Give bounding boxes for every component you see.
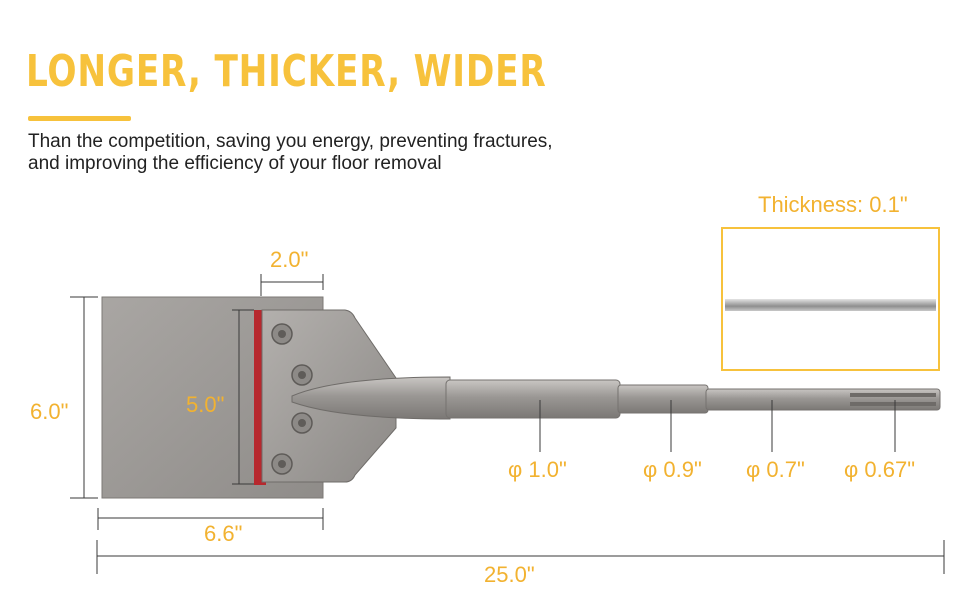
subtitle: Than the competition, saving you energy,… xyxy=(28,131,553,175)
thickness-label: Thickness: 0.1" xyxy=(758,192,908,217)
bolt-icon xyxy=(291,412,313,434)
thickness-inset xyxy=(721,227,940,371)
shank-diameter-3: φ 0.7" xyxy=(746,457,805,482)
bolt-icon xyxy=(271,323,293,345)
total-length-label: 25.0" xyxy=(484,562,535,587)
tool-shank xyxy=(445,379,941,419)
title-underline xyxy=(28,116,131,121)
blade-width-label: 6.6" xyxy=(204,521,243,546)
thickness-plate xyxy=(725,299,936,311)
tool-neck xyxy=(291,376,451,420)
page-title: LONGER, THICKER, WIDER xyxy=(26,46,547,97)
subtitle-line-1: Than the competition, saving you energy,… xyxy=(28,131,553,152)
blade-height-label: 6.0" xyxy=(30,399,69,424)
shank-diameter-2: φ 0.9" xyxy=(643,457,702,482)
bolt-icon xyxy=(271,453,293,475)
bolt-icon xyxy=(291,364,313,386)
mount-width-label: 2.0" xyxy=(270,247,309,272)
subtitle-line-2: and improving the efficiency of your flo… xyxy=(28,153,442,174)
mount-height-label: 5.0" xyxy=(186,392,225,417)
shank-diameter-1: φ 1.0" xyxy=(508,457,567,482)
shank-diameter-4: φ 0.67" xyxy=(844,457,916,482)
